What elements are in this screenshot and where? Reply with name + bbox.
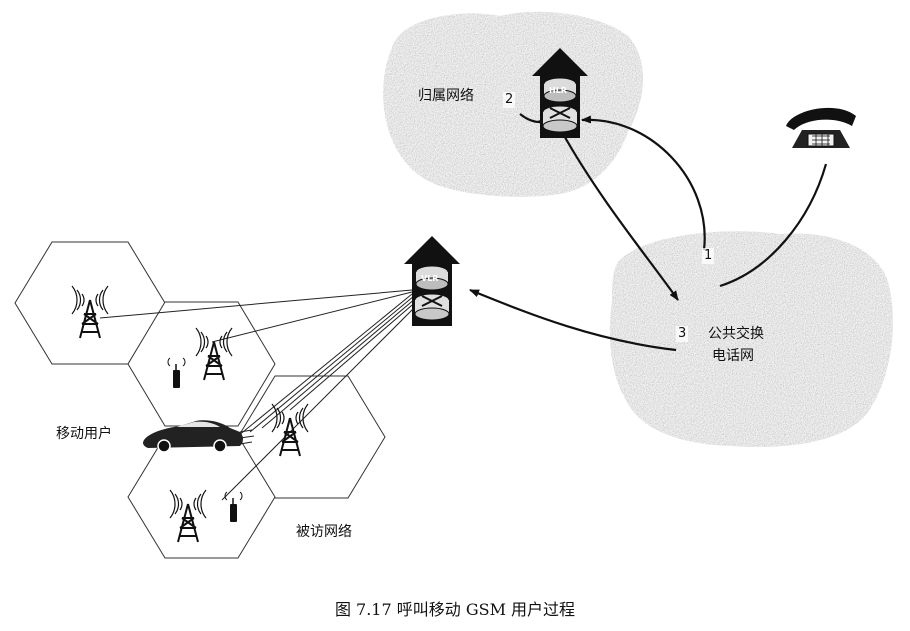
home-switch-icon: HLR xyxy=(532,48,588,138)
pstn-cloud xyxy=(609,231,894,447)
phone-to-pstn-path xyxy=(719,163,828,288)
tower-icons xyxy=(71,285,309,543)
mobile-phone-icon xyxy=(167,357,186,388)
pstn-to-home-path xyxy=(581,115,706,251)
radio-links xyxy=(99,289,421,501)
cell-2 xyxy=(127,301,276,427)
mobile-handset-icons xyxy=(167,357,243,522)
visited-network-label: 被访网络 xyxy=(296,524,352,540)
step-1-label: 1 xyxy=(702,248,715,264)
pstn-label-line1: 公共交换 xyxy=(708,326,764,342)
cell-grid xyxy=(14,241,386,559)
visited-switch-tag: VLR xyxy=(421,274,438,283)
home-to-pstn-path xyxy=(561,131,679,301)
visited-switch-icon: VLR xyxy=(404,236,460,326)
tower-icon xyxy=(271,403,309,457)
home-switch-tag: HLR xyxy=(549,86,567,95)
car-icon xyxy=(143,420,255,453)
home-network-label: 归属网络 xyxy=(418,88,474,104)
tower-icon xyxy=(169,489,207,543)
tower-icon xyxy=(195,327,233,381)
tower-icon xyxy=(71,285,109,339)
pstn-to-visited-path xyxy=(469,288,677,352)
mobile-phone-icon xyxy=(224,491,243,522)
step-3-label: 3 xyxy=(676,326,689,342)
pstn-label-line2: 电话网 xyxy=(712,348,754,364)
step-2-label: 2 xyxy=(503,92,516,108)
mobile-user-label: 移动用户 xyxy=(56,426,112,442)
call-paths xyxy=(469,113,828,352)
figure-caption: 图 7.17 呼叫移动 GSM 用户过程 xyxy=(334,600,576,619)
telephone-icon xyxy=(786,107,856,148)
